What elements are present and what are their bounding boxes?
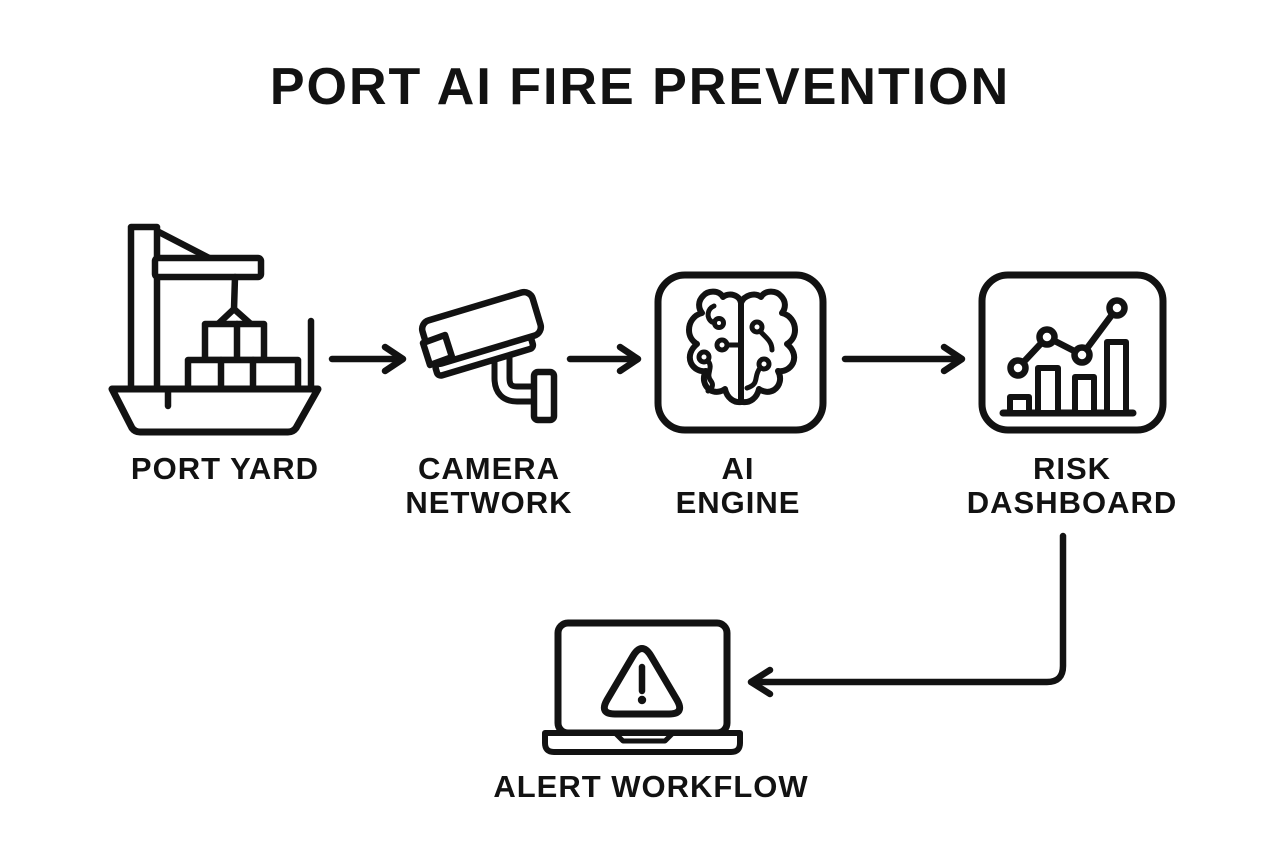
arrow-dashboard-to-alert-icon	[747, 532, 1067, 698]
camera-network-label: CAMERA NETWORK	[405, 451, 573, 520]
port-yard-label: PORT YARD	[130, 451, 320, 486]
laptop-warning-icon	[542, 619, 743, 755]
arrow-port-to-camera-icon	[328, 343, 407, 375]
arrow-ai-to-dashboard-icon	[841, 343, 966, 375]
risk-dashboard-label: RISK DASHBOARD	[966, 451, 1178, 520]
diagram-title: PORT AI FIRE PREVENTION	[269, 58, 1011, 116]
cctv-camera-icon	[418, 288, 558, 424]
crane-ship-icon	[108, 223, 322, 436]
bar-chart-icon	[978, 271, 1167, 434]
ai-engine-label: AI ENGINE	[675, 451, 801, 520]
brain-circuit-icon	[654, 271, 827, 434]
alert-workflow-label: ALERT WORKFLOW	[493, 769, 809, 804]
arrow-camera-to-ai-icon	[566, 343, 642, 375]
